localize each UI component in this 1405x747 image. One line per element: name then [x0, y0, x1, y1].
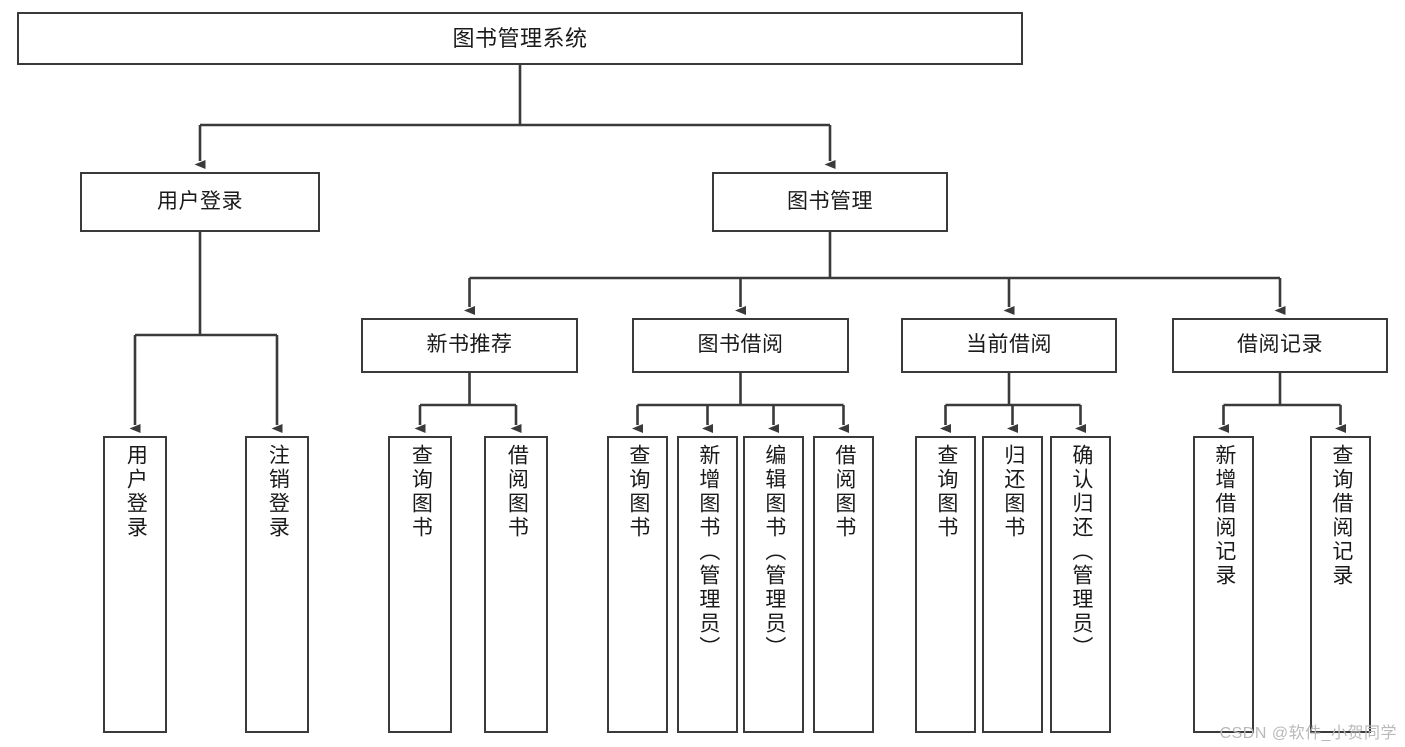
node-label: 确认归还（管理员） [1069, 444, 1093, 660]
node-label: 用户登录 [157, 189, 243, 213]
node-label: 编辑图书（管理员） [762, 444, 786, 660]
node-label: 用户登录 [124, 444, 148, 540]
leaf-records-add[interactable]: 新增借阅记录 [1193, 436, 1254, 733]
node-book-borrow[interactable]: 图书借阅 [632, 318, 849, 373]
leaf-current-return[interactable]: 归还图书 [982, 436, 1043, 733]
leaf-newbook-query[interactable]: 查询图书 [388, 436, 452, 733]
leaf-logout[interactable]: 注销登录 [245, 436, 309, 733]
leaf-newbook-borrow[interactable]: 借阅图书 [484, 436, 548, 733]
node-label: 注销登录 [266, 444, 290, 540]
leaf-borrow-lend-book[interactable]: 借阅图书 [813, 436, 874, 733]
node-label: 查询图书 [409, 444, 433, 540]
node-label: 新增借阅记录 [1212, 444, 1236, 588]
node-label: 图书管理 [787, 189, 873, 213]
leaf-user-login[interactable]: 用户登录 [103, 436, 167, 733]
node-label: 新书推荐 [426, 333, 513, 357]
node-label: 图书借阅 [697, 333, 784, 357]
node-label: 借阅图书 [832, 444, 856, 540]
node-label: 借阅图书 [505, 444, 529, 540]
leaf-borrow-edit-book[interactable]: 编辑图书（管理员） [743, 436, 804, 733]
node-label: 归还图书 [1001, 444, 1025, 540]
node-label: 查询图书 [626, 444, 650, 540]
node-user-login[interactable]: 用户登录 [80, 172, 320, 232]
leaf-borrow-query[interactable]: 查询图书 [607, 436, 668, 733]
node-book-management[interactable]: 图书管理 [712, 172, 948, 232]
leaf-records-query[interactable]: 查询借阅记录 [1310, 436, 1371, 733]
node-label: 查询借阅记录 [1329, 444, 1353, 588]
node-label: 新增图书（管理员） [696, 444, 720, 660]
node-current-borrow[interactable]: 当前借阅 [901, 318, 1117, 373]
node-label: 查询图书 [934, 444, 958, 540]
node-root[interactable]: 图书管理系统 [17, 12, 1023, 65]
node-label: 借阅记录 [1237, 333, 1323, 357]
node-new-book-recommend[interactable]: 新书推荐 [361, 318, 578, 373]
leaf-current-query[interactable]: 查询图书 [915, 436, 976, 733]
leaf-borrow-add-book[interactable]: 新增图书（管理员） [677, 436, 738, 733]
leaf-current-confirm-return[interactable]: 确认归还（管理员） [1050, 436, 1111, 733]
node-borrow-records[interactable]: 借阅记录 [1172, 318, 1388, 373]
node-label: 当前借阅 [966, 333, 1052, 357]
node-label: 图书管理系统 [452, 25, 588, 51]
